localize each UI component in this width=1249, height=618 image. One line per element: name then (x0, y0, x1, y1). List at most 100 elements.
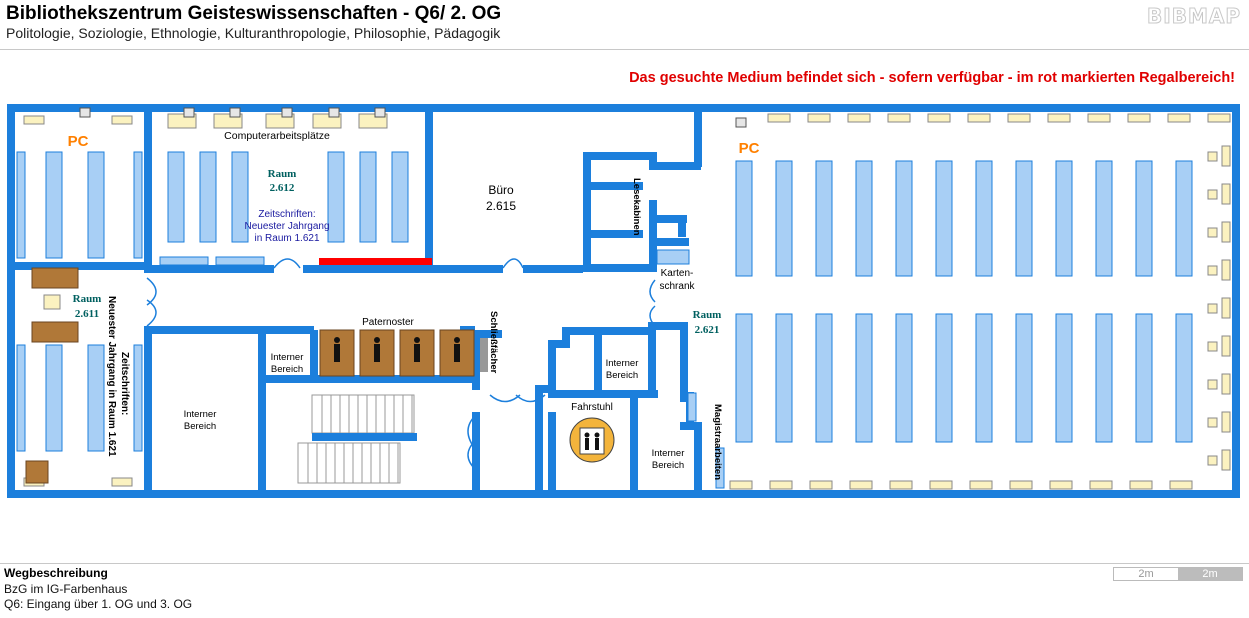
elevator-icon (569, 417, 615, 463)
shelf (1135, 160, 1153, 277)
table (1221, 297, 1231, 319)
pc-label-right: PC (739, 140, 760, 157)
shelf (935, 313, 953, 443)
buero-label-2: 2.615 (486, 199, 516, 213)
magistraarbeiten-label: Magistraarbeiten (712, 404, 723, 480)
interner-bereich-1a: Interner (271, 352, 304, 363)
schliessfaecher-lockers (480, 338, 488, 372)
computer-icons (79, 107, 747, 128)
outer-walls (7, 104, 1240, 498)
table (889, 480, 913, 490)
zeitschriften-left-2: Neuester Jahrgang in Raum 1.621 (106, 296, 117, 457)
table (1047, 113, 1071, 123)
highlighted-shelf (319, 258, 432, 265)
shelf (1175, 160, 1193, 277)
shelf (855, 160, 873, 277)
shelf (1055, 160, 1073, 277)
wegbeschreibung-title: Wegbeschreibung (4, 566, 108, 580)
table (1167, 113, 1191, 123)
shelf (815, 160, 833, 277)
shelf (1015, 313, 1033, 443)
table (1129, 480, 1153, 490)
kartenschrank-cabinet (656, 249, 725, 489)
schliessfaecher-label: Schließfächer (488, 311, 499, 374)
table (769, 480, 793, 490)
interner-bereich-3b: Bereich (606, 370, 638, 381)
table (887, 113, 911, 123)
doors (146, 258, 656, 471)
shelf (855, 313, 873, 443)
zeitschriften-top-2: Neuester Jahrgang (244, 221, 329, 232)
table (967, 113, 991, 123)
table (1207, 341, 1218, 352)
shelf (735, 313, 753, 443)
raum-2621-label-2: 2.621 (695, 324, 720, 336)
shelf (895, 313, 913, 443)
table (807, 113, 831, 123)
shelf (775, 313, 793, 443)
table (1207, 265, 1218, 276)
table (1221, 449, 1231, 471)
paternoster-label: Paternoster (362, 317, 414, 328)
shelf (1175, 313, 1193, 443)
table (1089, 480, 1113, 490)
inner-walls (15, 112, 702, 492)
raum-2621-label-1: Raum (693, 309, 722, 321)
table (969, 480, 993, 490)
table (1087, 113, 1111, 123)
stair-landing (312, 433, 417, 441)
zeitschriften-left-1: Zeitschriften: (119, 352, 130, 415)
shelf (1015, 160, 1033, 277)
lesekabinen-label: Lesekabinen (631, 178, 642, 236)
red-shelf-notice: Das gesuchte Medium befindet sich - sofe… (629, 70, 1235, 86)
shelf (975, 313, 993, 443)
zeitschriften-top-3: in Raum 1.621 (254, 233, 319, 244)
shelf (935, 160, 953, 277)
stair-steps (307, 395, 413, 483)
table (1207, 189, 1218, 200)
shelf (1095, 160, 1113, 277)
fahrstuhl-label: Fahrstuhl (571, 402, 613, 413)
table (729, 480, 753, 490)
table (1207, 227, 1218, 238)
table (1007, 113, 1031, 123)
table (1207, 455, 1218, 466)
header-divider (0, 49, 1249, 50)
computer-desks (167, 113, 388, 129)
table (929, 480, 953, 490)
floor-plan: PC PC Computerarbeitsplätze Raum 2.612 Z… (7, 104, 1240, 498)
shelves-left-room (16, 151, 143, 452)
shelf (735, 160, 753, 277)
interner-bereich-2a: Interner (184, 409, 217, 420)
table (767, 113, 791, 123)
interner-bereich-3a: Interner (606, 358, 639, 369)
shelves-room-2612 (159, 151, 409, 266)
paternoster-cabins (319, 329, 475, 377)
raum-2611-label-2: 2.611 (75, 308, 99, 320)
table (1221, 335, 1231, 357)
interner-bereich-4a: Interner (652, 448, 685, 459)
shelf (815, 313, 833, 443)
table (927, 113, 951, 123)
pc-label-left: PC (68, 133, 89, 150)
sofas-left-room (25, 267, 79, 484)
raum-2612-label-2: 2.612 (270, 182, 295, 194)
shelves-right-room (735, 160, 1193, 443)
table (1009, 480, 1033, 490)
table (1221, 183, 1231, 205)
shelf (775, 160, 793, 277)
table (847, 113, 871, 123)
page-subtitle: Politologie, Soziologie, Ethnologie, Kul… (6, 25, 501, 41)
table (809, 480, 833, 490)
bibmap-logo: BIBMAP (1147, 4, 1241, 29)
table (1207, 151, 1218, 162)
table (1207, 113, 1231, 123)
scale-label-2: 2m (1178, 568, 1242, 580)
table (1049, 480, 1073, 490)
computerarbeitsplaetze-label: Computerarbeitsplätze (224, 130, 330, 142)
interner-bereich-1b: Bereich (271, 364, 303, 375)
table (849, 480, 873, 490)
staircase (297, 394, 415, 484)
raum-2611-label-1: Raum (73, 293, 102, 305)
scale-bar: 2m 2m (1113, 567, 1243, 581)
